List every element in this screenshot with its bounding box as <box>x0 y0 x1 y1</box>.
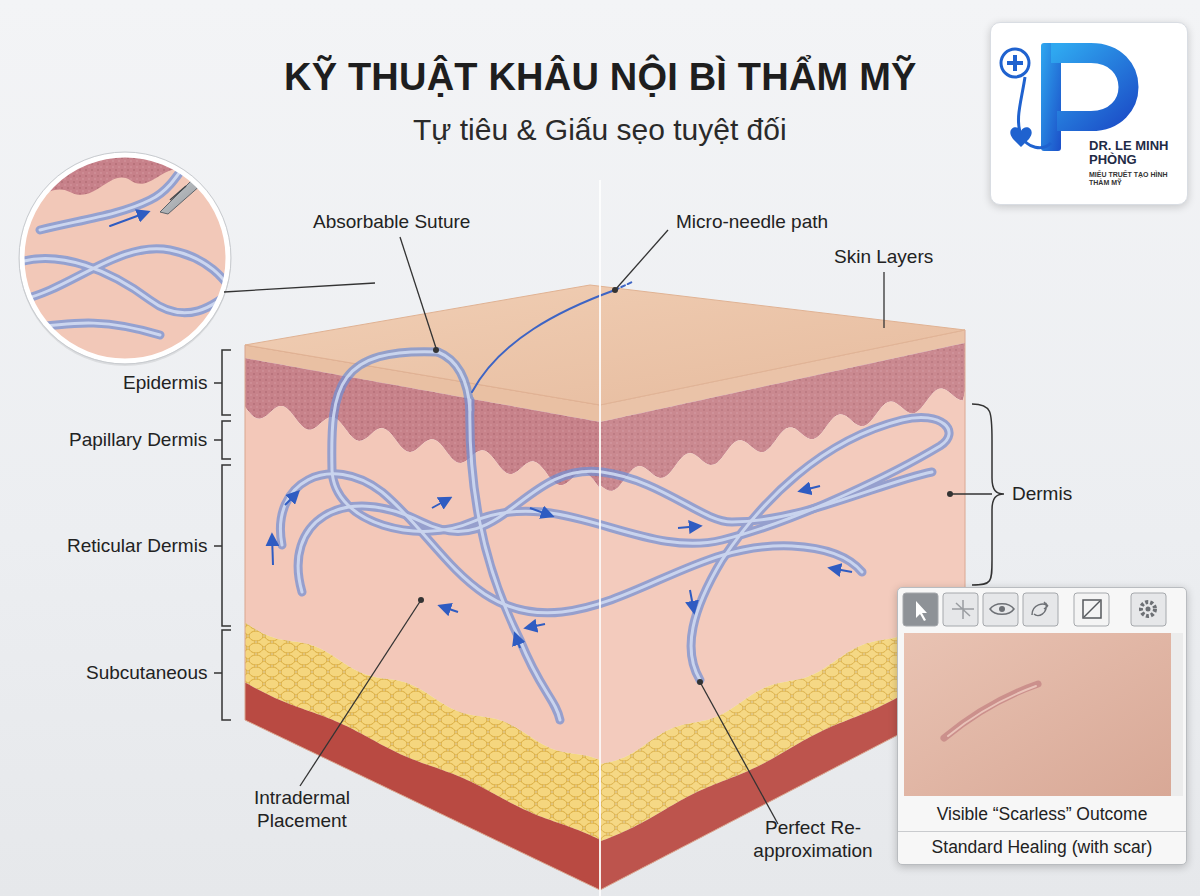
skin-photo <box>904 633 1171 796</box>
panel-caption: Standard Healing (with scar) <box>898 831 1186 864</box>
layer-brackets <box>214 350 1004 720</box>
zoom-inset <box>15 80 268 366</box>
logo-heart <box>1010 127 1031 147</box>
comparison-panel: Visible “Scarless” OutcomeStandard Heali… <box>897 587 1187 865</box>
rotate-icon <box>1032 602 1048 616</box>
gear-icon <box>1141 602 1155 616</box>
part-label: Intradermal Placement <box>243 787 361 833</box>
gear-hub <box>1146 607 1151 612</box>
part-label: Perfect Re-approximation <box>727 817 899 863</box>
eye-icon <box>990 604 1014 615</box>
muscle-layer <box>245 683 600 891</box>
face-outline <box>245 345 600 890</box>
logo-mark <box>991 23 1189 206</box>
suture-threads <box>280 282 949 720</box>
leader-lines <box>224 230 884 824</box>
layer-label: Subcutaneous <box>86 662 208 684</box>
crosshair-icon <box>952 600 974 619</box>
viewer-graphics <box>898 588 1188 800</box>
logo-bowl <box>1051 53 1129 121</box>
left-face <box>245 345 600 890</box>
pointer-icon <box>916 601 927 621</box>
toolbar-button <box>903 593 938 626</box>
leader-dots <box>418 287 703 685</box>
part-label: Micro-needle path <box>676 211 828 233</box>
layer-label: Epidermis <box>123 372 207 394</box>
scar-highlight <box>948 686 1036 736</box>
crop-icon <box>1083 600 1101 618</box>
leader-dot <box>947 491 953 497</box>
layer-label: Dermis <box>1012 483 1072 505</box>
specialty: MIẾU TRUẾT TẠO HÌNH THẨM MỸ <box>1089 171 1181 195</box>
scrollbar <box>1171 633 1183 796</box>
part-label: Skin Layers <box>834 246 933 268</box>
logo-box: DR. LE MINH PHÒNG MIẾU TRUẾT TẠO HÌNH THẨ… <box>990 22 1188 205</box>
part-label: Absorbable Suture <box>313 211 470 233</box>
toolbar-button <box>1131 593 1166 626</box>
eye-pupil <box>999 606 1005 612</box>
toolbar-button <box>1023 593 1058 626</box>
toolbar-button <box>943 593 978 626</box>
toolbar-button <box>983 593 1018 626</box>
subtitle: Tự tiêu & Giấu sẹo tuyệt đối <box>413 113 787 147</box>
logo-cross-ring <box>1001 49 1029 77</box>
logo-cross <box>1007 55 1023 71</box>
flow-arrows <box>272 486 852 648</box>
crop-diag <box>1084 601 1100 617</box>
scar-mark <box>944 684 1038 738</box>
toolbar-button <box>1074 593 1109 626</box>
layer-label: Reticular Dermis <box>67 535 207 557</box>
divider-line <box>599 180 601 896</box>
diagram-title: KỸ THUẬT KHÂU NỘI BÌ THẨM MỸ <box>284 56 917 99</box>
layer-label: Papillary Dermis <box>69 429 207 451</box>
panel-caption: Visible “Scarless” Outcome <box>898 799 1186 831</box>
doctor-name: DR. LE MINH PHÒNG <box>1089 139 1185 168</box>
